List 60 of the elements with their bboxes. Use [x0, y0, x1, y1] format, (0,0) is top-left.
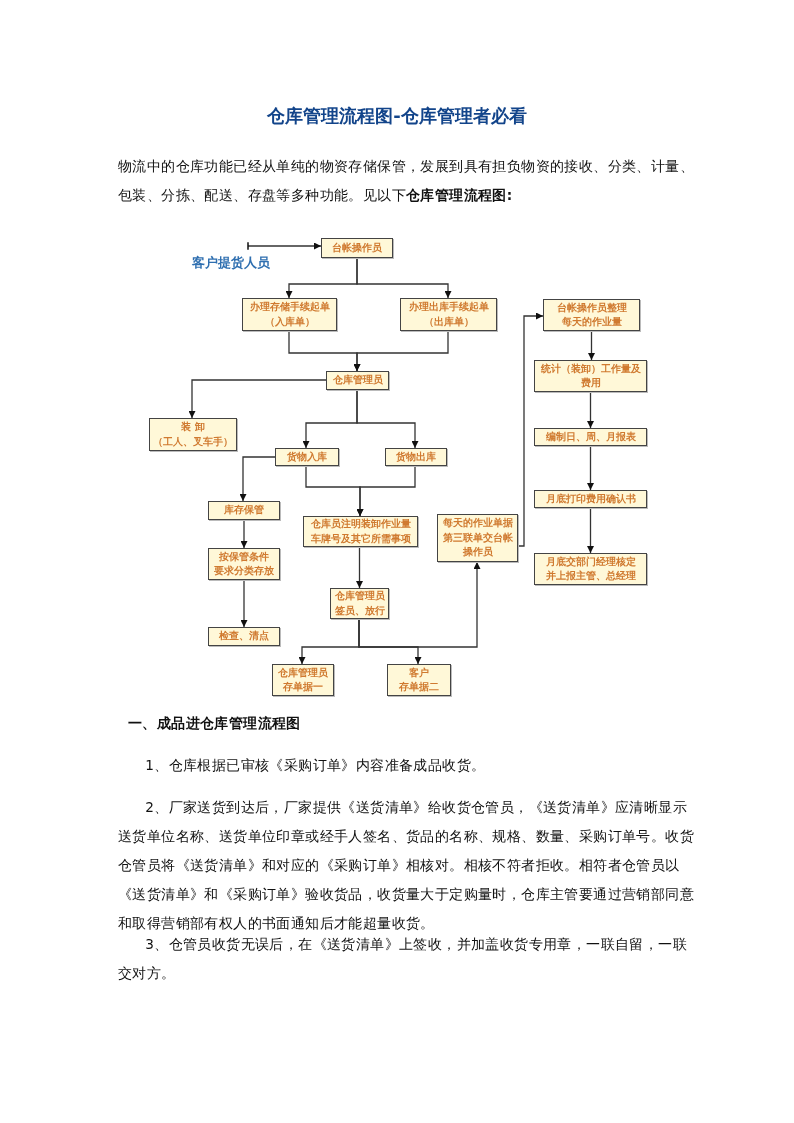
- box-text: 装 卸（工人、叉车手）: [153, 420, 233, 449]
- arrow: [588, 330, 595, 361]
- box-text: 客户存单据二: [399, 665, 439, 694]
- process-box: [385, 448, 447, 466]
- arrow: [358, 561, 481, 648]
- arrow: [356, 389, 419, 449]
- box-text: 仓库员注明装卸作业量车牌号及其它所需事项: [310, 517, 411, 546]
- process-box: [326, 371, 389, 390]
- box-text: 货物入库: [287, 449, 327, 464]
- arrow: [240, 579, 248, 628]
- box-text: 办理存储手续起单（入库单）: [249, 300, 330, 329]
- paragraph: 1、仓库根据已审核《采购订单》内容准备成品收货。: [144, 756, 487, 775]
- box-text: 台帐操作员: [332, 240, 382, 255]
- box-text: 每天的作业单据第三联单交台帐操作员: [442, 516, 513, 560]
- arrow: [587, 507, 594, 554]
- box-text: 统计（装卸）工作量及费用: [540, 361, 641, 390]
- arrow: [517, 312, 544, 547]
- process-box: [272, 664, 334, 696]
- box-text: 编制日、周、月报表: [545, 429, 636, 444]
- process-box: [242, 298, 337, 331]
- process-box: [534, 428, 647, 446]
- box-text: 按保管条件要求分类存放: [214, 549, 274, 578]
- process-box: [543, 299, 640, 331]
- box-text: 月底打印费用确认书: [545, 491, 636, 506]
- box-text: 仓库管理员存单据一: [278, 665, 328, 694]
- arrow: [356, 257, 452, 299]
- process-box: [208, 501, 280, 520]
- box-text: 仓库管理员签员、放行: [334, 589, 385, 618]
- page-title: 仓库管理流程图-仓库管理者必看: [266, 104, 528, 128]
- section-heading: 一、成品进仓库管理流程图: [128, 714, 302, 733]
- box-text: 货物出库: [396, 449, 436, 464]
- process-box: [208, 548, 280, 580]
- process-box: [303, 516, 418, 547]
- box-text: 仓库管理员: [332, 373, 383, 388]
- arrow: [188, 379, 327, 419]
- arrow: [247, 242, 322, 250]
- arrow: [587, 445, 594, 491]
- box-text: 库存保管: [224, 503, 264, 518]
- process-box: [275, 448, 339, 466]
- box-text: 办理出库手续起单（出库单）: [408, 300, 489, 329]
- process-box: [534, 360, 647, 392]
- box-text: 月底交部门经理核定并上报主管、总经理: [545, 554, 636, 583]
- process-box: [208, 627, 280, 646]
- process-box: [534, 490, 647, 508]
- arrow: [587, 391, 594, 429]
- actor-label: 客户提货人员: [192, 253, 270, 272]
- arrow: [240, 519, 248, 549]
- box-text: 台帐操作员整理每天的作业量: [556, 300, 627, 329]
- arrow: [239, 456, 276, 502]
- box-text: 检查、清点: [219, 629, 269, 644]
- arrow: [353, 330, 449, 372]
- paragraph: 3、仓管员收货无误后，在《送货清单》上签收，并加盖收货专用章，一联自留，一联交对方。: [118, 935, 689, 983]
- process-box: [534, 553, 647, 585]
- process-box: [400, 298, 497, 331]
- paragraph: 物流中的仓库功能已经从单纯的物资存储保管，发展到具有担负物资的接收、分类、计量、包装、分拣、配送、存盘等多种功能。见以下仓库管理流程图:: [118, 157, 695, 205]
- arrow: [356, 546, 363, 589]
- paragraph: 2、厂家送货到达后，厂家提供《送货清单》给收货仓管员，《送货清单》应清晰显示送货单位名称、送货单位印章或经手人签名、货品的名称、规格、数量、采购订单号。收货仓管员将《送货清单》和对应的《采购订单》相核对。相核不符者拒收。相符者仓管员以《送货清单》和《采购订单》验收货品，收货量大于定购量时，仓库主管要通过营销部同意和取得营销部有权人的书面通知后才能超量收货。: [118, 798, 695, 933]
- process-box: [387, 664, 451, 696]
- arrow: [356, 465, 416, 517]
- process-box: [321, 238, 393, 258]
